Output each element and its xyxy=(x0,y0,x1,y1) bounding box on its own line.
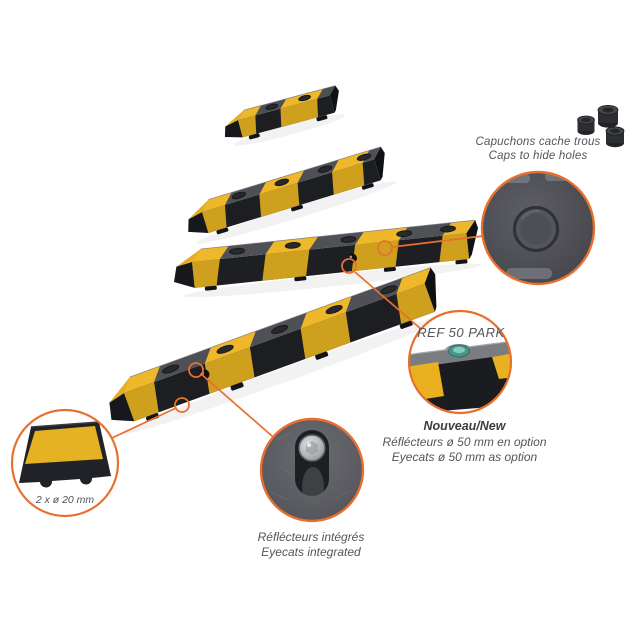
ref-label-text: REF 50 PARK xyxy=(417,325,505,340)
cap-detail-zoom xyxy=(480,170,596,286)
leader-lines xyxy=(111,235,484,439)
rubber-cap-icon xyxy=(597,105,619,128)
caps-label-line2: Caps to hide holes xyxy=(488,150,588,162)
cross-section-zoom xyxy=(10,408,120,518)
parking-block-medium-icon xyxy=(188,146,397,244)
ref-detail-zoom xyxy=(407,309,513,415)
eyecats-label: Réflécteurs intégrés Eyecats integrated xyxy=(223,530,399,559)
caps-label: Capuchons cache trous Caps to hide holes xyxy=(452,135,624,163)
eyecats-label-line1: Réflécteurs intégrés xyxy=(257,530,365,544)
new-option-label: Nouveau/New Réflécteurs ø 50 mm en optio… xyxy=(362,419,567,466)
parking-block-xl-icon xyxy=(109,267,452,435)
parking-block-small-icon xyxy=(224,85,346,146)
new-option-title: Nouveau/New xyxy=(423,419,506,433)
anchor-circles xyxy=(174,240,393,413)
eyecat-detail-zoom xyxy=(259,417,365,523)
section-label-text: 2 x ø 20 mm xyxy=(35,494,95,506)
anchor-circle-section xyxy=(174,397,190,413)
anchor-circle-eyecat xyxy=(188,362,204,378)
rubber-cap-icon xyxy=(605,126,625,148)
rubber-cap-icon xyxy=(577,115,595,135)
anchor-circle-cap xyxy=(377,240,393,256)
new-option-line1: Réflécteurs ø 50 mm en option xyxy=(382,434,547,449)
ref-label: REF 50 PARK xyxy=(390,326,532,340)
caps-trio xyxy=(577,105,625,148)
caps-label-line1: Capuchons cache trous xyxy=(475,136,601,148)
anchor-circle-ref xyxy=(341,258,357,274)
eyecats-label-line2: Eyecats integrated xyxy=(261,544,361,559)
section-label: 2 x ø 20 mm xyxy=(14,493,116,507)
new-option-line2: Eyecats ø 50 mm as option xyxy=(391,450,538,464)
